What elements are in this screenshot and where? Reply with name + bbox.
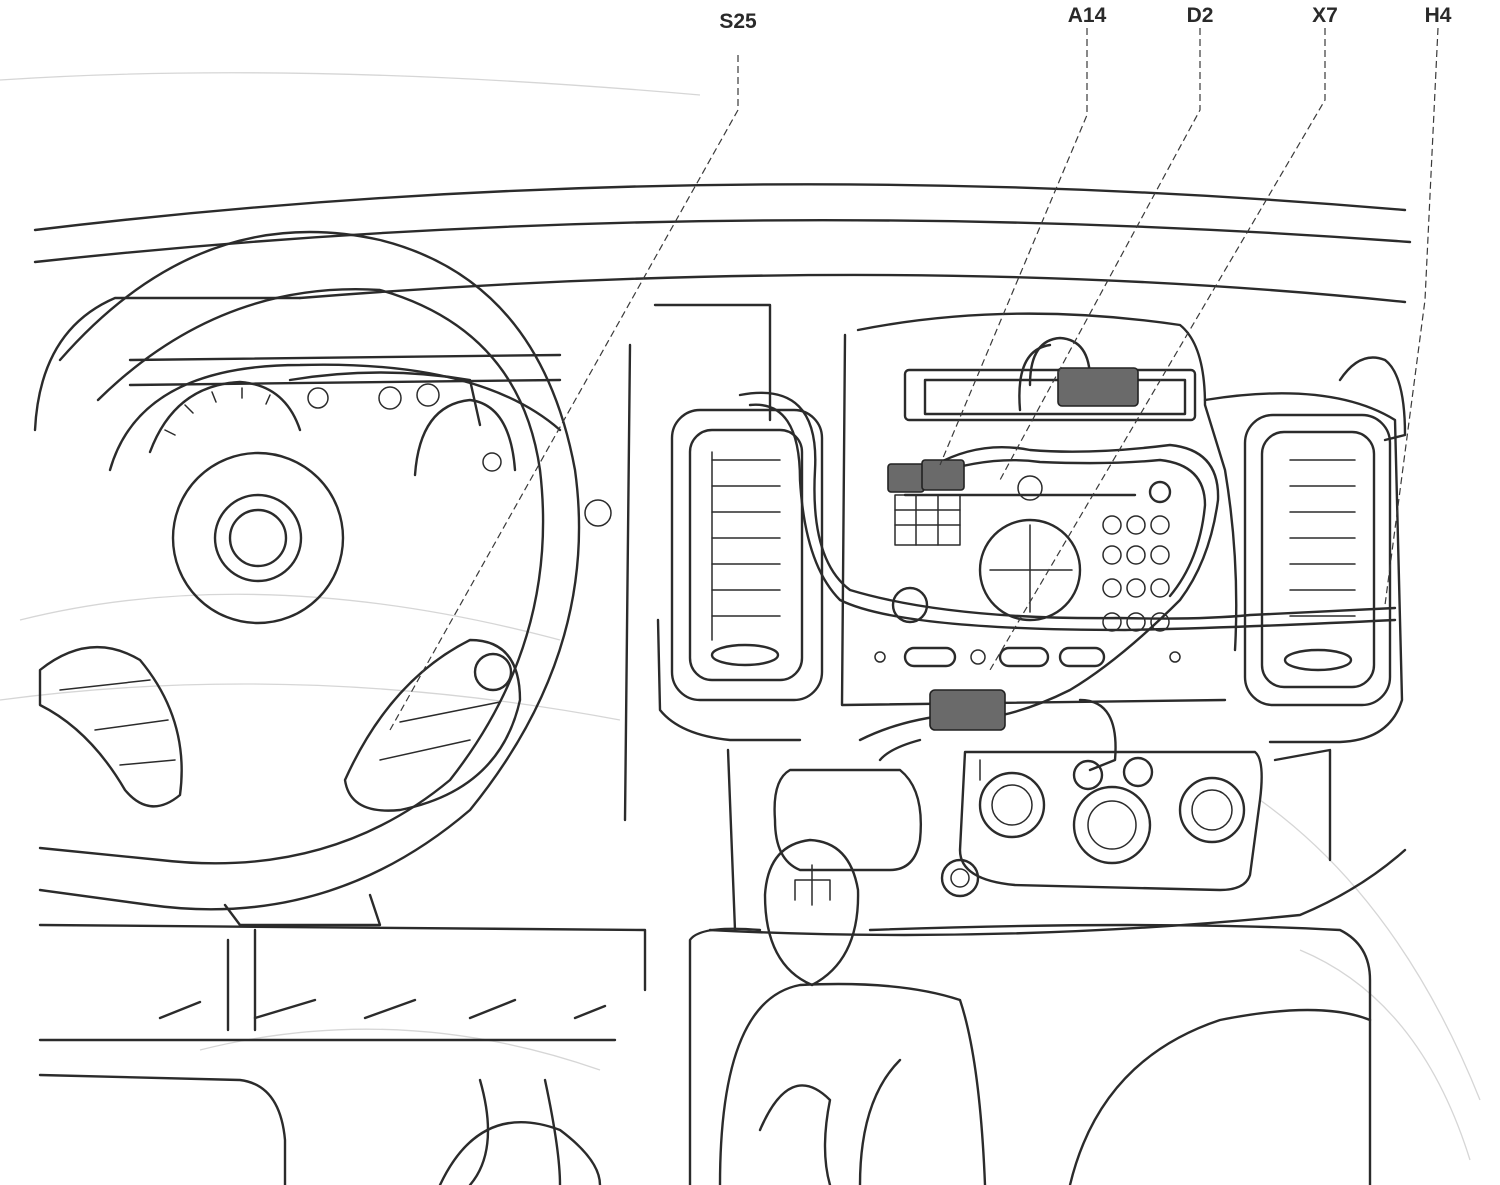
left-air-vent xyxy=(623,303,824,822)
heater-control-panel xyxy=(708,748,1407,937)
leader-s25 xyxy=(389,55,739,731)
radio-panel xyxy=(840,312,1238,707)
keypad-buttons xyxy=(1102,515,1170,632)
gear-knob xyxy=(763,838,860,987)
wiring-harness xyxy=(738,336,1397,781)
connector-x7 xyxy=(1057,367,1139,407)
air-distribution-knob xyxy=(1178,776,1246,844)
gear-lever xyxy=(688,768,1372,1185)
leader-d2 xyxy=(999,28,1201,481)
fan-knob xyxy=(978,771,1046,839)
callout-d2: D2 xyxy=(1187,4,1214,27)
leader-x7 xyxy=(989,28,1326,671)
callout-h4: H4 xyxy=(1425,4,1452,27)
callout-labels: S25 A14 D2 X7 H4 xyxy=(719,4,1451,33)
callout-s25: S25 xyxy=(719,10,757,33)
callout-leaders xyxy=(389,27,1439,731)
callout-a14: A14 xyxy=(1068,4,1107,27)
steering-wheel xyxy=(38,230,581,911)
leader-a14 xyxy=(939,28,1088,466)
socket xyxy=(940,858,980,898)
connector-block xyxy=(894,494,961,546)
callout-x7: X7 xyxy=(1312,4,1338,27)
lower-dashboard xyxy=(38,893,647,1185)
temperature-knob xyxy=(1072,785,1152,865)
background-ghost-lines xyxy=(0,72,1481,1161)
connector-a14-right xyxy=(921,459,965,491)
right-air-vent xyxy=(1203,356,1407,744)
connector-a14-left xyxy=(887,463,925,493)
leader-h4 xyxy=(1384,27,1439,606)
connector-lower-harness xyxy=(929,689,1006,731)
connectors xyxy=(887,367,1139,731)
instrument-cluster xyxy=(108,353,612,527)
